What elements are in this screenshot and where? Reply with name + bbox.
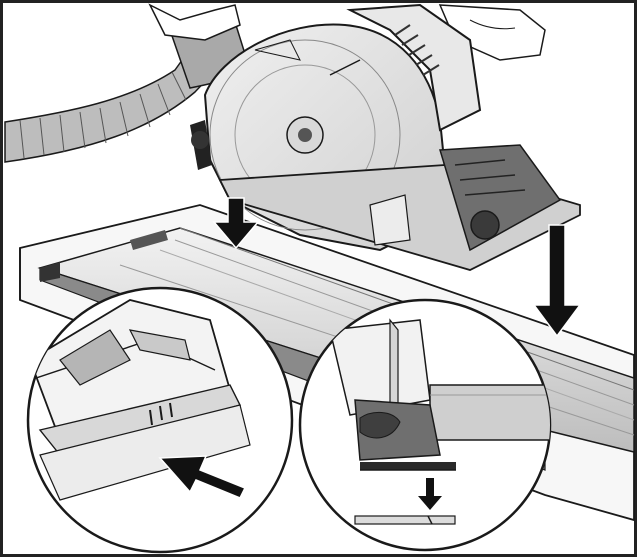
circular-saw <box>190 3 581 271</box>
magnified-detail-circle <box>298 298 552 552</box>
pointer-arrow-icon <box>158 455 247 499</box>
down-arrow-icon <box>532 224 582 338</box>
operator-hand <box>148 3 546 61</box>
down-arrow-icon <box>418 478 442 510</box>
magnified-detail-circle <box>26 286 294 554</box>
down-arrow-icon <box>212 197 260 250</box>
